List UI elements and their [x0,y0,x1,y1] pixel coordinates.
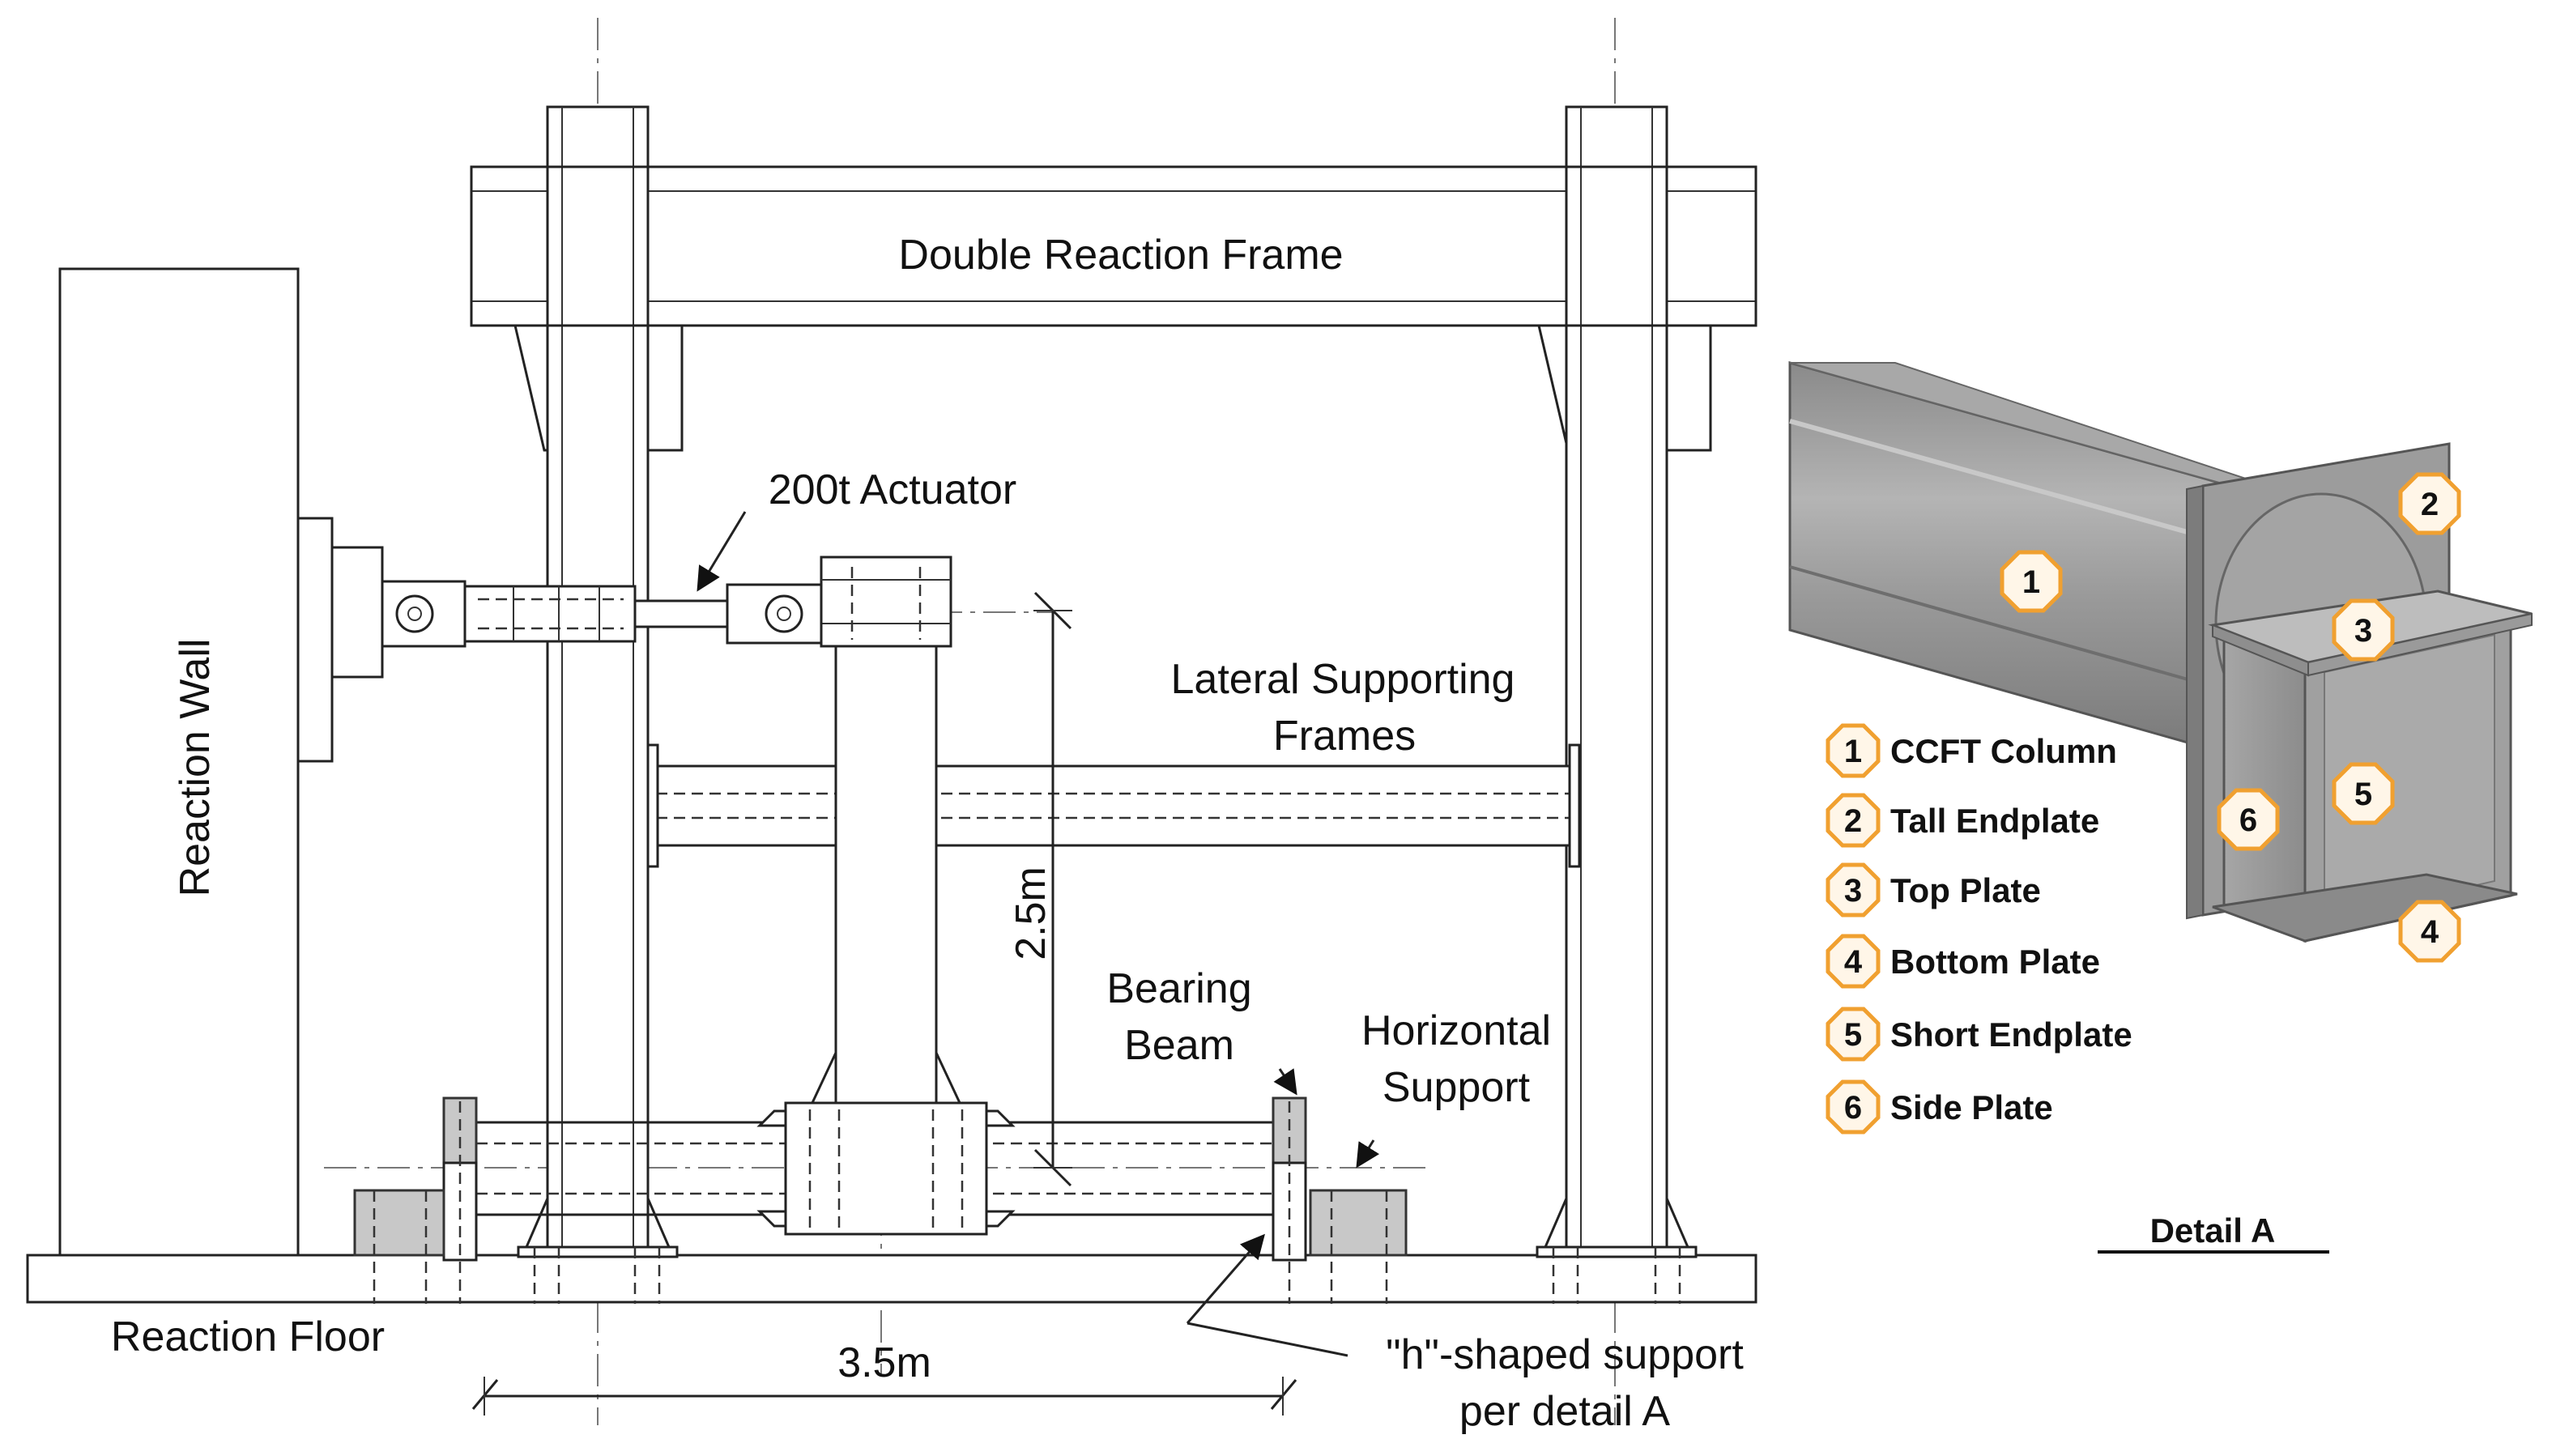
reaction-wall [58,267,300,1257]
height-dimension-label: 2.5m [1008,866,1054,960]
lateral-supporting-frames [646,743,1581,868]
svg-text:CCFT Column: CCFT Column [1890,732,2117,770]
bearing-beam-label-line1: Bearing [1106,965,1251,1012]
horizontal-support-label-line2: Support [1383,1064,1531,1111]
horizontal-support-label-line1: Horizontal [1361,1007,1551,1054]
svg-text:3: 3 [1844,873,1862,909]
svg-text:6: 6 [2239,803,2257,838]
svg-text:Short Endplate: Short Endplate [1890,1015,2132,1054]
floor-anchor-bolts [533,1247,1681,1304]
badge-2: 2 [2398,472,2461,535]
svg-text:4: 4 [1844,944,1863,980]
double-reaction-frame [470,105,1757,1258]
h-shaped-supports [442,1096,1307,1304]
svg-text:6: 6 [1844,1090,1862,1126]
legend-item: 3 Top Plate [1826,862,2041,917]
svg-text:2: 2 [2421,487,2439,522]
legend-item: 6 Side Plate [1826,1079,2053,1135]
elevation-drawing: Double Reaction Frame 200t Actuator Reac… [26,18,1757,1435]
actuator-mount [330,546,384,679]
badge-4: 4 [2398,900,2461,963]
svg-text:1: 1 [1844,734,1862,769]
svg-text:Top Plate: Top Plate [1890,871,2041,909]
detail-title: Detail A [2150,1211,2276,1250]
actuator-label: 200t Actuator [769,466,1016,513]
svg-text:Tall Endplate: Tall Endplate [1890,802,2099,840]
h-support-label-line2: per detail A [1459,1388,1670,1435]
bearing-beam-label-line2: Beam [1124,1022,1234,1069]
double-reaction-frame-label: Double Reaction Frame [898,232,1343,279]
badge-6: 6 [2217,788,2280,851]
svg-text:5: 5 [2354,777,2372,812]
badge-1: 1 [2000,550,2063,613]
specimen-column [809,556,963,1119]
detail-legend: 1 CCFT Column 2 Tall Endplate 3 Top Plat… [1826,723,2132,1135]
legend-item: 2 Tall Endplate [1826,793,2099,848]
legend-item: 5 Short Endplate [1826,1007,2132,1062]
height-dimension [1033,591,1072,1187]
svg-text:Side Plate: Side Plate [1890,1088,2053,1126]
bearing-beam [476,1101,1299,1236]
reaction-floor [26,1254,1757,1304]
detail-a: 1 2 3 4 5 6 1 CCFT Column [1788,361,2533,1254]
reaction-wall-label: Reaction Wall [172,639,219,897]
span-dimension [471,1377,1297,1416]
legend-item: 4 Bottom Plate [1826,934,2100,989]
legend-item: 1 CCFT Column [1826,723,2117,778]
lateral-frames-label-line1: Lateral Supporting [1171,656,1515,703]
wall-bracket [296,517,334,763]
svg-text:Bottom Plate: Bottom Plate [1890,943,2100,981]
badge-3: 3 [2332,598,2395,662]
badge-5: 5 [2332,762,2395,825]
svg-text:1: 1 [2022,564,2040,600]
svg-text:3: 3 [2354,613,2372,649]
lateral-frames-label-line2: Frames [1273,713,1416,760]
h-support-label-line1: "h"-shaped support [1386,1331,1744,1378]
span-dimension-label: 3.5m [837,1339,931,1386]
reaction-floor-label: Reaction Floor [111,1313,385,1360]
bottom-plate [2212,873,2518,943]
svg-text:5: 5 [1844,1017,1862,1053]
svg-text:2: 2 [1844,803,1862,839]
leader-arrows [697,511,1380,1357]
actuator [381,580,823,648]
horizontal-supports [353,1189,1408,1304]
svg-text:4: 4 [2421,914,2439,950]
